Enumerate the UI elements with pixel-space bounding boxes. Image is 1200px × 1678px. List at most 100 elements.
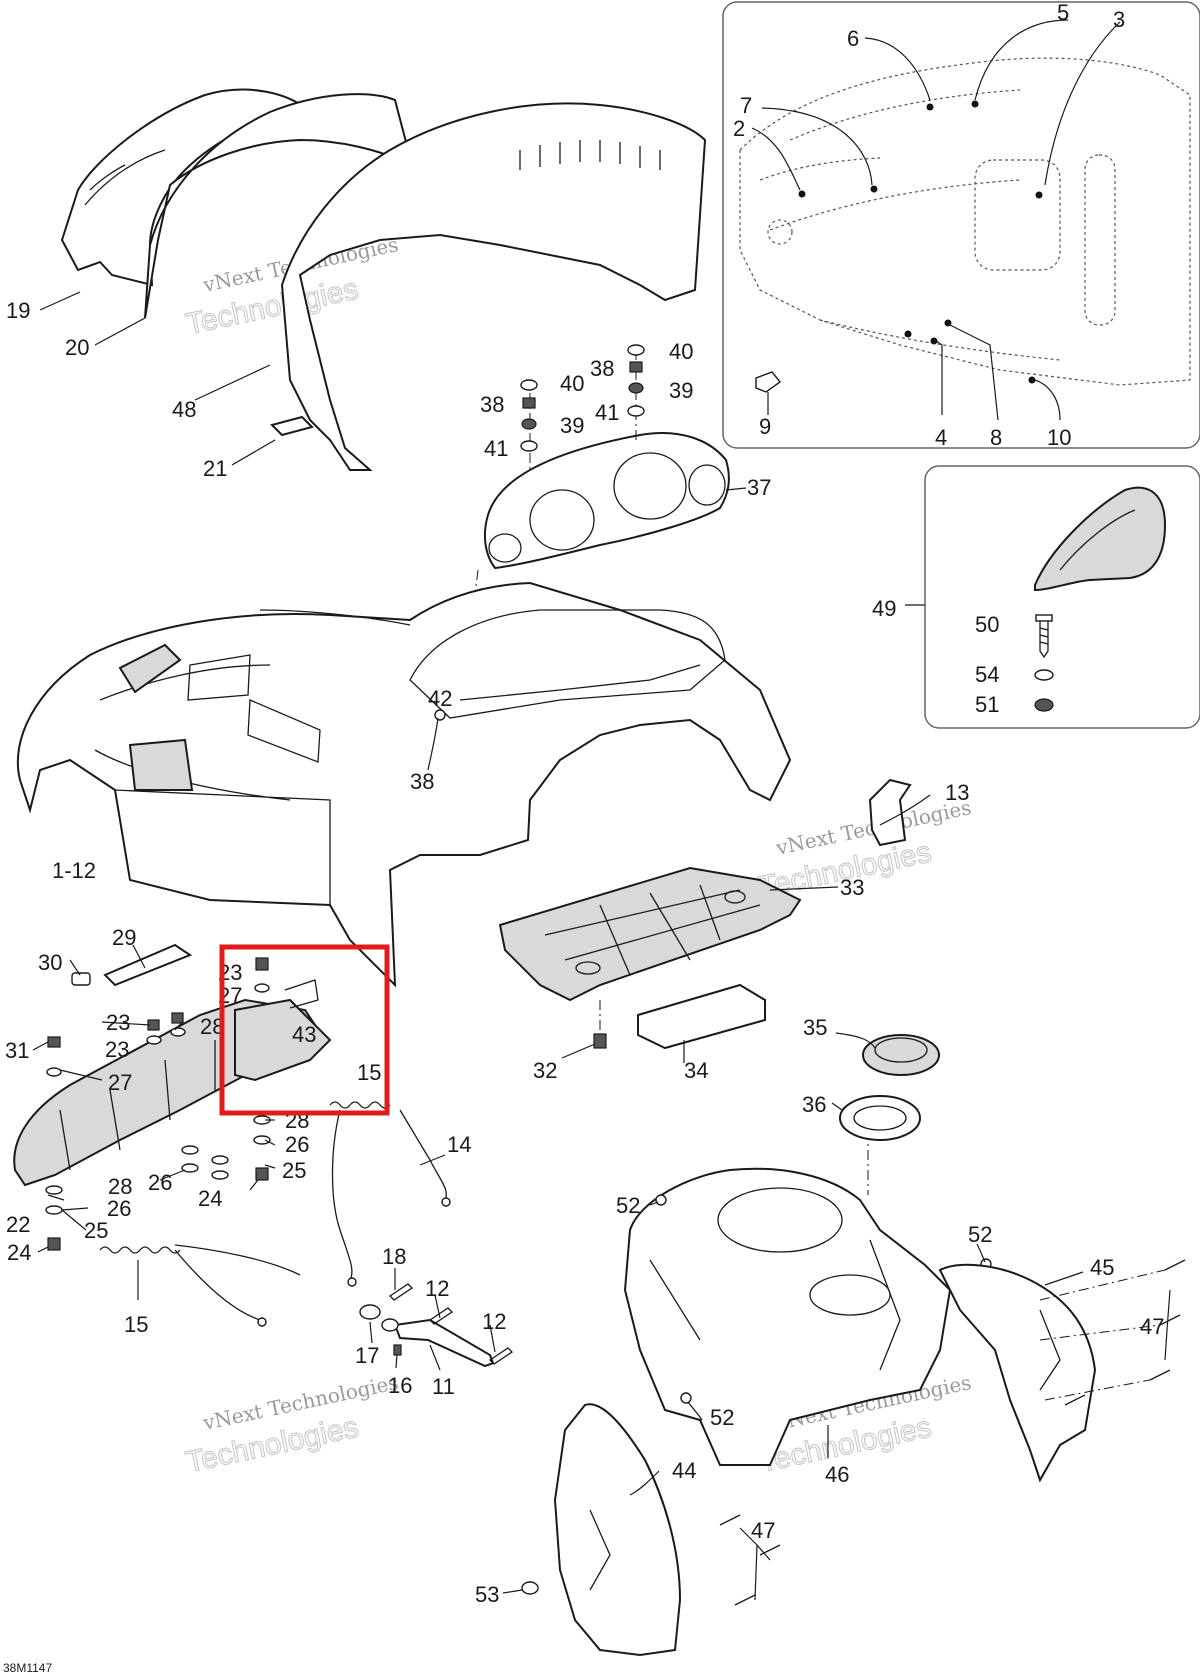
callout-25a: 25 [282, 1158, 306, 1183]
callout-13: 13 [945, 780, 969, 805]
washer-part-53 [521, 1581, 539, 1595]
inset-body-outline [739, 57, 1191, 386]
gauge-opening [688, 464, 726, 506]
highlight-box [219, 944, 390, 1116]
gauge-opening [613, 452, 687, 520]
callout-18: 18 [382, 1244, 406, 1269]
fasteners-column [45, 957, 271, 1251]
callout-19: 19 [6, 298, 30, 323]
tray-part-33 [498, 866, 802, 1002]
callout-46: 46 [825, 1462, 849, 1487]
watermark: vNext Technologies Technologies [755, 795, 973, 905]
pin-part-18 [388, 1283, 414, 1301]
screw-part-32 [593, 1033, 607, 1049]
inset-gauge-window [1084, 154, 1116, 326]
side-panel-part-44 [553, 1403, 682, 1657]
callout-50: 50 [975, 612, 999, 637]
inset-decal-lines [759, 89, 1061, 361]
washer-part-41 [627, 405, 645, 417]
springs-cables [99, 1101, 451, 1327]
inset-circle [767, 219, 793, 245]
screw-part-50 [1035, 614, 1053, 659]
windshield-vents [519, 140, 661, 170]
cable-part-15-right [174, 1244, 301, 1276]
callout-23c: 23 [105, 1037, 129, 1062]
callout-40b: 40 [669, 339, 693, 364]
cable-eyelet [257, 1317, 267, 1327]
body-vent-1 [187, 654, 251, 701]
inset-glovebox [974, 159, 1061, 271]
leader-lines [32, 19, 1171, 1601]
tray-group [498, 778, 912, 1050]
console-ridges [649, 1239, 901, 1371]
pad-part-34 [637, 983, 766, 1050]
callout-29: 29 [112, 925, 136, 950]
callout-40a: 40 [560, 371, 584, 396]
callout-8: 8 [990, 425, 1002, 450]
callout-20: 20 [65, 335, 89, 360]
callout-labels: 1-12 2 3 4 5 6 7 8 9 10 11 12 12 13 14 1… [5, 0, 1164, 1607]
callout-2: 2 [733, 116, 745, 141]
callout-1-12: 1-12 [52, 858, 96, 883]
ring-nut-part-35 [862, 1034, 940, 1076]
reference-code: 38M1147 [3, 1661, 52, 1675]
spring-part-15 [329, 1101, 391, 1109]
mirror-inset-drawing [1034, 486, 1167, 712]
mirror-detail [1059, 509, 1136, 571]
bracket-ribs [59, 1024, 266, 1171]
callout-38c: 38 [410, 769, 434, 794]
ring-nut-inner [874, 1037, 928, 1063]
callout-24b: 24 [7, 1240, 31, 1265]
side-panel-44-detail [589, 1509, 611, 1591]
tray-ribs [544, 884, 761, 976]
windshield-part-48 [280, 102, 707, 471]
cable-part-14-loop [399, 1109, 447, 1201]
callout-37: 37 [747, 475, 771, 500]
bracket-part-13 [868, 778, 912, 847]
dash-outline [409, 609, 726, 719]
side-panels-group [521, 1259, 1186, 1657]
callout-53: 53 [475, 1582, 499, 1607]
cable-eyelet [347, 1277, 357, 1287]
main-body-ridge [94, 609, 411, 905]
callout-14: 14 [447, 1132, 471, 1157]
callout-16: 16 [388, 1373, 412, 1398]
inset-decal-dots [798, 100, 1043, 384]
callout-34: 34 [684, 1058, 708, 1083]
callout-3: 3 [1113, 7, 1125, 32]
main-body-part-1-12 [16, 581, 792, 988]
callout-21: 21 [203, 456, 227, 481]
callout-33: 33 [840, 875, 864, 900]
rivet-part-52 [655, 1194, 667, 1206]
callout-15b: 15 [124, 1312, 148, 1337]
callout-49: 49 [872, 596, 896, 621]
side-panel-45-detail [1039, 1309, 1061, 1391]
callout-7: 7 [740, 93, 752, 118]
callout-26b: 26 [148, 1170, 172, 1195]
grille-lower [128, 738, 194, 791]
callout-9: 9 [759, 414, 771, 439]
callout-31: 31 [5, 1038, 29, 1063]
gauge-bezel-part-37 [483, 431, 730, 570]
main-body-shell [16, 581, 792, 988]
callout-39b: 39 [669, 378, 693, 403]
callout-42: 42 [428, 686, 452, 711]
callout-32: 32 [533, 1058, 557, 1083]
ring-part-17 [359, 1304, 381, 1320]
clip-part-21 [270, 415, 314, 437]
rod-part-29 [103, 943, 193, 987]
callout-48: 48 [172, 397, 196, 422]
side-panel-part-45 [938, 1263, 1097, 1483]
watermark: vNext Technologies Technologies [182, 1370, 400, 1480]
pin-part-16 [393, 1344, 402, 1356]
callout-43: 43 [292, 1022, 316, 1047]
inset-clip-part-9 [755, 371, 782, 393]
callout-6: 6 [847, 26, 859, 51]
callout-36: 36 [802, 1092, 826, 1117]
washer-part-51 [1034, 698, 1054, 712]
latch-group [359, 1283, 514, 1368]
callout-41b: 41 [595, 400, 619, 425]
callout-38b: 38 [590, 356, 614, 381]
cap-part-40 [520, 379, 538, 391]
callout-52c: 52 [710, 1405, 734, 1430]
